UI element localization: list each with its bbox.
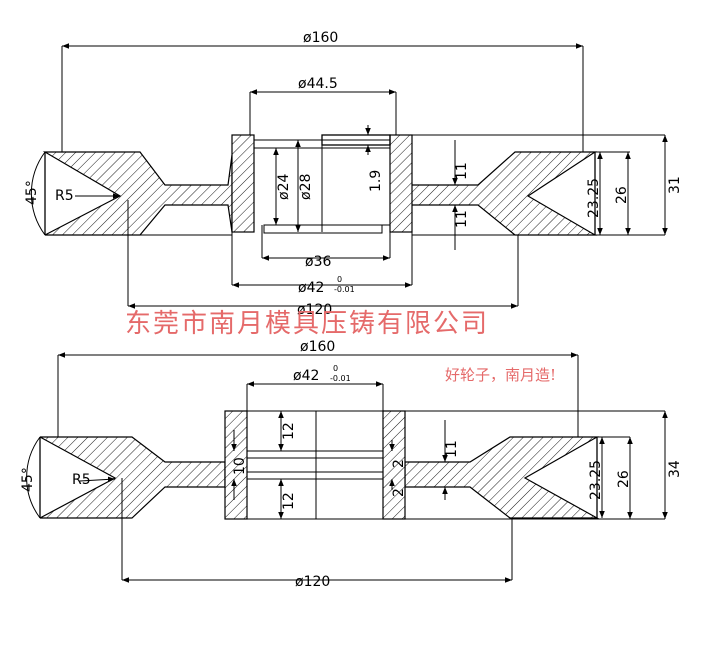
top-dim-d36: ø36 (305, 254, 331, 270)
bottom-dim-d120: ø120 (295, 574, 330, 590)
top-dim-d120: ø120 (297, 302, 332, 318)
bottom-section-view: ø160 ø42 0 -0.01 12 12 10 2 2 11 23.25 2… (20, 339, 683, 590)
bottom-dim-d42-tol-lower: -0.01 (330, 374, 351, 383)
bottom-dim-12-upper: 12 (281, 422, 297, 440)
top-dim-1-9: 1.9 (368, 170, 384, 192)
top-dim-31: 31 (667, 176, 683, 194)
bottom-dim-d42-tol-upper: 0 (333, 364, 338, 373)
bottom-dim-11: 11 (444, 440, 460, 458)
bottom-dim-10: 10 (232, 457, 248, 475)
top-dim-23-25: 23.25 (586, 178, 602, 218)
top-section-view: ø160 ø44.5 ø24 ø28 1.9 11 11 23.25 26 31… (24, 30, 683, 318)
top-left-hub-wall (231, 134, 255, 233)
bottom-right-flange (404, 436, 600, 519)
bottom-left-flange (39, 436, 226, 519)
bottom-dim-r5: R5 (72, 472, 91, 488)
bottom-dim-45-deg: 45° (20, 467, 36, 492)
top-left-flange (42, 151, 233, 236)
top-right-flange (409, 151, 598, 236)
bottom-dim-2-lower: 2 (391, 488, 407, 497)
bottom-dim-26: 26 (616, 470, 632, 488)
top-dim-d42-tol-lower: -0.01 (334, 285, 355, 294)
bottom-dim-34: 34 (667, 460, 683, 478)
top-dim-d42-tol-upper: 0 (337, 275, 342, 284)
top-dim-d44-5: ø44.5 (298, 76, 338, 92)
watermark-slogan: 好轮子，南月造! (445, 366, 556, 384)
top-dim-11-lower: 11 (454, 210, 470, 228)
top-dim-d42: ø42 (298, 280, 324, 296)
top-dim-26: 26 (614, 186, 630, 204)
top-right-hub-wall (389, 134, 413, 233)
bottom-dim-d42: ø42 (293, 368, 319, 384)
top-dim-d28: ø28 (298, 174, 314, 200)
bottom-dim-2-upper: 2 (391, 459, 407, 468)
top-dim-45-deg: 45° (24, 180, 40, 205)
bottom-dim-d160: ø160 (300, 339, 335, 355)
top-dim-d24: ø24 (276, 174, 292, 200)
top-dim-d160: ø160 (303, 30, 338, 46)
top-dim-11-upper: 11 (454, 162, 470, 180)
bottom-dim-23-25: 23.25 (588, 460, 604, 500)
bottom-dim-12-lower: 12 (281, 492, 297, 510)
watermark-company: 东莞市南月模具压铸有限公司 (125, 309, 489, 339)
top-dim-r5: R5 (55, 188, 74, 204)
